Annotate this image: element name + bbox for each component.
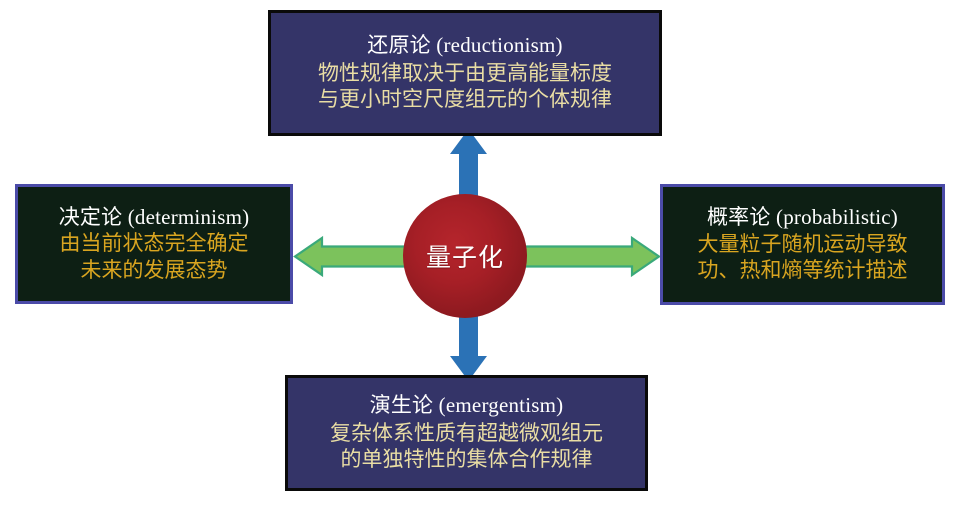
- box-title-reductionism: 还原论 (reductionism): [367, 33, 563, 58]
- box-body-line: 大量粒子随机运动导致: [697, 231, 908, 256]
- box-body-line: 复杂体系性质有超越微观组元: [330, 420, 603, 445]
- box-body-line: 与更小时空尺度组元的个体规律: [318, 87, 612, 112]
- box-body-line: 由当前状态完全确定: [59, 231, 249, 256]
- center-node-quantization[interactable]: 量子化: [403, 194, 527, 318]
- arrow-right-icon: [522, 235, 661, 278]
- box-body-line: 的单独特性的集体合作规律: [340, 447, 593, 472]
- box-title-probabilistic: 概率论 (probabilistic): [706, 205, 898, 230]
- box-body-line: 物性规律取决于由更高能量标度: [318, 60, 612, 85]
- box-title-emergentism: 演生论 (emergentism): [369, 393, 564, 418]
- center-node-label: 量子化: [425, 245, 504, 272]
- arrow-up-icon: [450, 129, 487, 212]
- box-title-determinism: 决定论 (determinism): [58, 204, 250, 229]
- concept-box-determinism[interactable]: 决定论 (determinism) 由当前状态完全确定 未来的发展态势: [15, 184, 293, 304]
- concept-box-probabilistic[interactable]: 概率论 (probabilistic) 大量粒子随机运动导致 功、热和熵等统计描…: [660, 184, 945, 305]
- arrow-down-icon: [450, 298, 487, 381]
- box-body-line: 未来的发展态势: [80, 257, 228, 282]
- box-body-line: 功、热和熵等统计描述: [697, 258, 908, 283]
- concept-box-emergentism[interactable]: 演生论 (emergentism) 复杂体系性质有超越微观组元 的单独特性的集体…: [285, 375, 648, 491]
- arrow-left-icon: [293, 235, 410, 278]
- concept-box-reductionism[interactable]: 还原论 (reductionism) 物性规律取决于由更高能量标度 与更小时空尺…: [268, 10, 662, 136]
